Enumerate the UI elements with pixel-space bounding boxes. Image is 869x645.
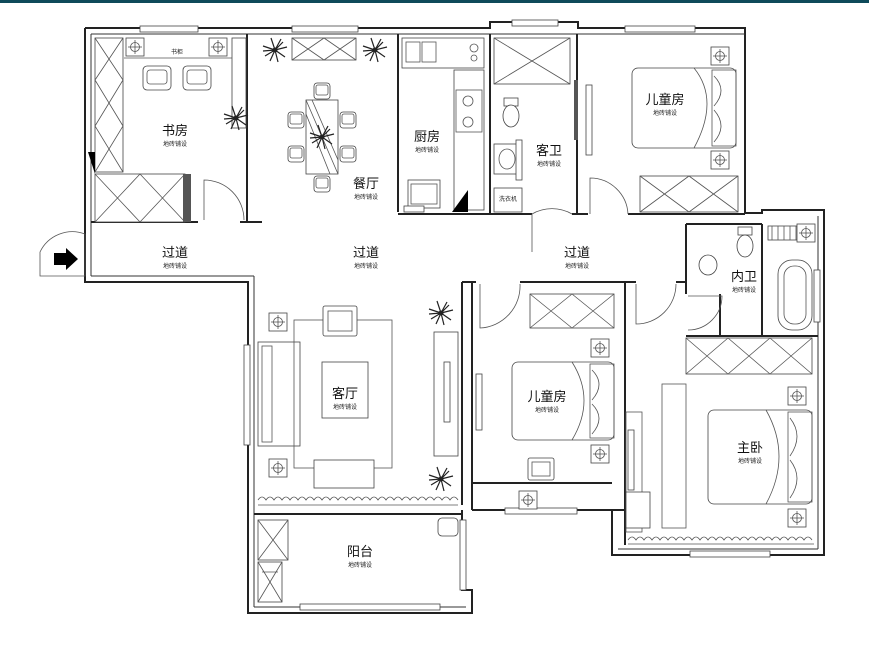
room-label-corridor-right: 过道 — [564, 246, 590, 261]
kids-room-2-furniture — [475, 293, 615, 510]
floor-note-balcony: 地砖铺设 — [348, 561, 372, 569]
floor-note-master: 地砖铺设 — [738, 457, 762, 465]
room-label-living: 客厅 — [332, 386, 358, 402]
ensuite-bath-fixtures — [698, 223, 816, 331]
room-label-guest-bath: 客卫 — [536, 143, 562, 159]
entrance-arrow-icon — [54, 248, 78, 270]
top-accent-bar — [0, 0, 869, 3]
room-label-study: 书房 — [162, 123, 188, 139]
windows — [139, 19, 821, 611]
kids-room-1-furniture — [631, 46, 739, 213]
floor-note-ensuite-bath: 地砖铺设 — [732, 286, 756, 294]
floor-note-corridor-left: 地砖铺设 — [163, 262, 187, 270]
bookshelf-label: 书柜 — [171, 48, 183, 56]
doors — [39, 177, 723, 331]
floor-note-kids-room-1: 地砖铺设 — [653, 109, 677, 117]
floor-note-guest-bath: 地砖铺设 — [537, 160, 561, 168]
living-furniture — [257, 300, 459, 506]
kitchen-fixtures — [401, 37, 485, 213]
floor-note-corridor-mid: 地砖铺设 — [354, 262, 378, 270]
guest-bath-fixtures — [493, 37, 578, 213]
floor-note-study: 地砖铺设 — [163, 140, 187, 148]
room-label-kids-room-2: 儿童房 — [527, 389, 566, 405]
study-furniture — [88, 37, 249, 223]
floor-note-living: 地砖铺设 — [333, 403, 357, 411]
floor-note-dining: 地砖铺设 — [354, 193, 378, 201]
washer-label: 洗衣机 — [499, 195, 517, 203]
floor-note-kids-room-2: 地砖铺设 — [535, 406, 559, 414]
floor-note-corridor-right: 地砖铺设 — [565, 262, 589, 270]
floor-note-kitchen: 地砖铺设 — [415, 146, 439, 154]
room-label-ensuite-bath: 内卫 — [731, 269, 757, 285]
dining-furniture — [262, 37, 388, 193]
room-label-corridor-left: 过道 — [162, 246, 188, 261]
room-label-corridor-mid: 过道 — [353, 246, 379, 261]
master-furniture — [625, 337, 814, 545]
room-label-dining: 餐厅 — [353, 176, 379, 192]
room-label-balcony: 阳台 — [347, 545, 373, 560]
room-label-master: 主卧 — [737, 441, 763, 456]
room-labels: 书柜 洗衣机 书房 地砖铺设 餐厅 地砖铺设 厨房 地砖铺设 客卫 地砖铺设 儿… — [162, 48, 763, 569]
room-label-kids-room-1: 儿童房 — [645, 92, 684, 108]
balcony-fixtures — [257, 517, 459, 603]
room-label-kitchen: 厨房 — [414, 129, 440, 145]
